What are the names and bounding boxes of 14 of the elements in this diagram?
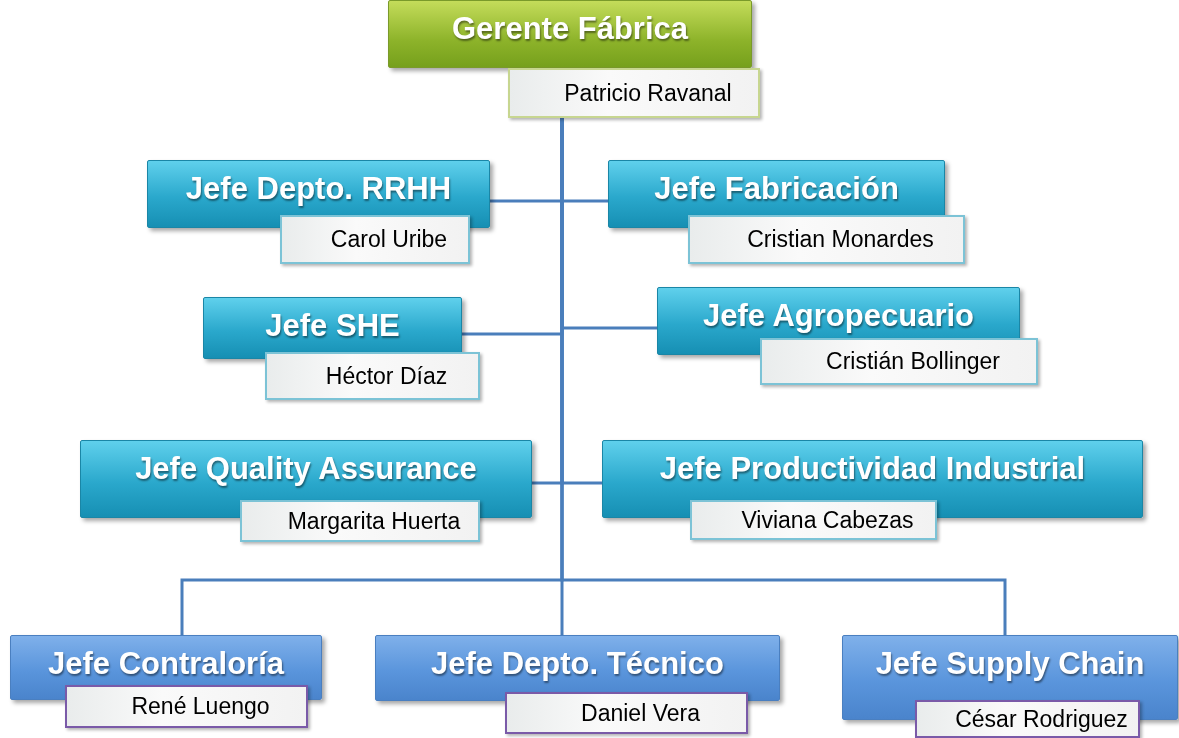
name-box: Héctor Díaz — [265, 352, 480, 400]
position-box: Jefe SHE — [203, 297, 462, 359]
name-box: René Luengo — [65, 685, 308, 728]
name-box: César Rodriguez — [915, 700, 1140, 738]
name-box: Cristián Bollinger — [760, 338, 1038, 385]
position-box: Gerente Fábrica — [388, 0, 752, 68]
name-box: Daniel Vera — [505, 692, 748, 734]
name-box: Margarita Huerta — [240, 500, 480, 542]
name-box: Carol Uribe — [280, 215, 470, 264]
position-box: Jefe Depto. Técnico — [375, 635, 780, 701]
name-box: Patricio Ravanal — [508, 68, 760, 118]
name-box: Cristian Monardes — [688, 215, 965, 264]
name-box: Viviana Cabezas — [690, 500, 937, 540]
position-box: Jefe Depto. RRHH — [147, 160, 490, 228]
